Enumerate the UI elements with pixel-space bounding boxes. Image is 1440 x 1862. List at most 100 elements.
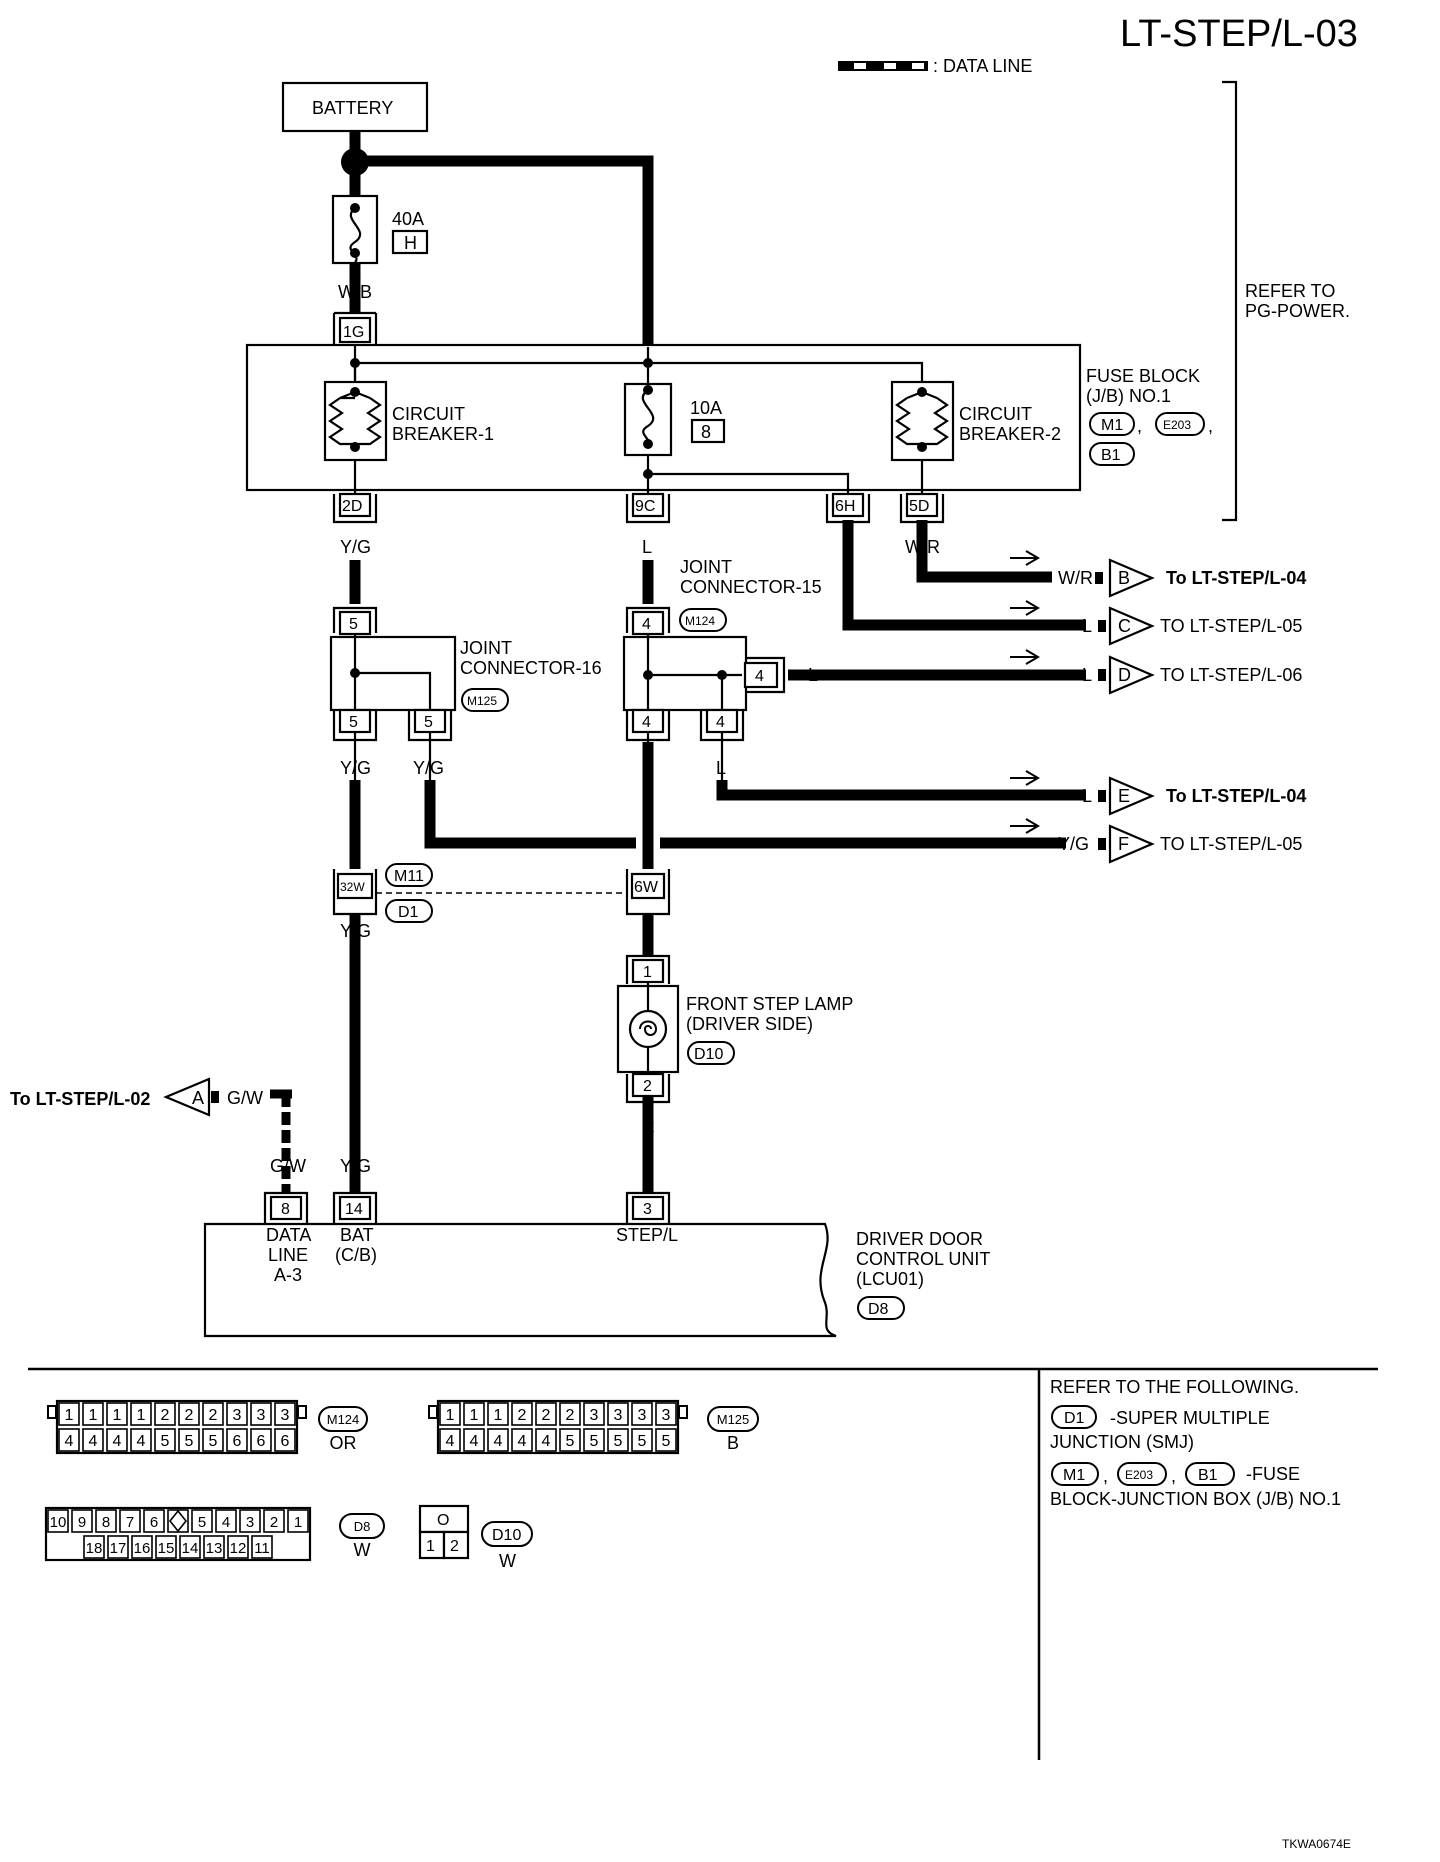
svg-text:DATA: DATA — [266, 1225, 311, 1245]
connector-pin: 14 — [182, 1540, 199, 1557]
svg-text:H: H — [404, 233, 417, 253]
connector-pin: 6 — [257, 1433, 266, 1450]
connector-pin: 4 — [137, 1433, 146, 1450]
wire-l-2: L — [842, 537, 852, 557]
svg-text:D8: D8 — [868, 1301, 889, 1318]
svg-text:8: 8 — [701, 422, 711, 442]
connector-pin: 5 — [185, 1433, 194, 1450]
fuse-block-label: FUSE BLOCK (J/B) NO.1 M1 , E203 , B1 — [1086, 366, 1213, 466]
connector-pin: 4 — [89, 1433, 98, 1450]
svg-text:Y/G: Y/G — [1058, 834, 1089, 854]
svg-text:FRONT STEP LAMP: FRONT STEP LAMP — [686, 994, 853, 1014]
connector-pin: 1 — [494, 1407, 503, 1424]
joint-connector-15: 4 4 4 4 JOINT CONNECTOR-15 M124 — [622, 557, 822, 780]
connector-pin: 3 — [246, 1514, 254, 1531]
connector-pin: 3 — [590, 1407, 599, 1424]
connector-pin: 4 — [222, 1514, 230, 1531]
connector-pin: 8 — [102, 1514, 110, 1531]
connector-pin: 4 — [518, 1433, 527, 1450]
connector-pin: 15 — [158, 1540, 175, 1557]
svg-text:CONTROL UNIT: CONTROL UNIT — [856, 1249, 990, 1269]
svg-text:L: L — [1082, 665, 1092, 685]
connector-pin: 3 — [233, 1407, 242, 1424]
input-connector-a: To LT-STEP/L-02 A G/W — [10, 1077, 263, 1117]
output-f: Y/G F TO LT-STEP/L-05 — [1010, 818, 1302, 864]
svg-text:REFER TO THE FOLLOWING.: REFER TO THE FOLLOWING. — [1050, 1377, 1299, 1397]
svg-text:BAT: BAT — [340, 1225, 374, 1245]
svg-text:4: 4 — [642, 616, 651, 633]
svg-text:2: 2 — [450, 1538, 459, 1555]
svg-text:E: E — [1118, 786, 1130, 806]
svg-text:4: 4 — [642, 714, 651, 731]
connector-pin: 4 — [470, 1433, 479, 1450]
svg-text:M11: M11 — [394, 868, 424, 885]
svg-text:(DRIVER SIDE): (DRIVER SIDE) — [686, 1014, 813, 1034]
svg-text:5D: 5D — [909, 498, 929, 515]
svg-text:1G: 1G — [343, 324, 364, 341]
connector-pin: 10 — [50, 1514, 67, 1531]
svg-text:STEP/L: STEP/L — [616, 1225, 678, 1245]
svg-text:L: L — [1082, 786, 1092, 806]
svg-text:6H: 6H — [835, 498, 855, 515]
svg-text:D10: D10 — [492, 1527, 521, 1544]
wire-wb: W/B — [338, 282, 372, 302]
wire-l-4: L — [716, 758, 726, 778]
connector-pin: 1 — [89, 1407, 98, 1424]
svg-text:CONNECTOR-16: CONNECTOR-16 — [460, 658, 602, 678]
refer-following-notes: REFER TO THE FOLLOWING. D1 -SUPER MULTIP… — [1050, 1377, 1341, 1509]
connector-pin: 3 — [662, 1407, 671, 1424]
svg-text:F: F — [1118, 834, 1129, 854]
wire-r: R — [642, 1116, 655, 1136]
svg-text:To LT-STEP/L-02: To LT-STEP/L-02 — [10, 1089, 150, 1109]
connector-pin: 17 — [110, 1540, 127, 1557]
connector-pin: 2 — [566, 1407, 575, 1424]
svg-text:JOINT: JOINT — [460, 638, 512, 658]
joint-connector-16: 5 5 5 JOINT CONNECTOR-16 M125 — [329, 606, 602, 780]
svg-text:JUNCTION (SMJ): JUNCTION (SMJ) — [1050, 1432, 1194, 1452]
connector-2d: 2D — [332, 492, 378, 524]
connector-pin: 3 — [638, 1407, 647, 1424]
svg-text:B1: B1 — [1198, 1467, 1218, 1484]
connector-color: W — [354, 1540, 371, 1560]
connector-pin: 4 — [113, 1433, 122, 1450]
svg-text:A-3: A-3 — [274, 1265, 302, 1285]
connector-5d: 5D — [899, 492, 945, 524]
connector-pin: 3 — [281, 1407, 290, 1424]
connector-pin: 11 — [254, 1540, 270, 1557]
svg-text:M124: M124 — [685, 614, 715, 628]
connector-pin: 1 — [113, 1407, 122, 1424]
connector-pin: 2 — [209, 1407, 218, 1424]
svg-text:40A: 40A — [392, 209, 424, 229]
wire-l-side: L — [808, 665, 818, 685]
connector-32w: 32W — [332, 869, 378, 916]
connector-1g: 1G — [332, 311, 378, 345]
svg-text:M125: M125 — [467, 694, 497, 708]
svg-text:TO LT-STEP/L-05: TO LT-STEP/L-05 — [1160, 834, 1302, 854]
connector-color: B — [727, 1433, 739, 1453]
svg-text:LINE: LINE — [268, 1245, 308, 1265]
connector-pin: 5 — [662, 1433, 671, 1450]
connector-pin: 4 — [494, 1433, 503, 1450]
connector-pin: 12 — [230, 1540, 247, 1557]
svg-text:,: , — [1171, 1466, 1176, 1486]
wire-gw-2: G/W — [270, 1156, 306, 1176]
connector-color: OR — [330, 1433, 357, 1453]
connector-pin: 6 — [281, 1433, 290, 1450]
svg-text:To LT-STEP/L-04: To LT-STEP/L-04 — [1166, 568, 1306, 588]
svg-text:,: , — [1208, 416, 1213, 436]
connector-pin: 6 — [150, 1514, 158, 1531]
svg-text:C: C — [1118, 616, 1131, 636]
svg-text:10A: 10A — [690, 398, 722, 418]
svg-text:G/W: G/W — [227, 1088, 263, 1108]
svg-text:BREAKER-2: BREAKER-2 — [959, 424, 1061, 444]
connector-pin: 13 — [206, 1540, 223, 1557]
output-d: L D TO LT-STEP/L-06 — [1010, 649, 1302, 695]
svg-text:BREAKER-1: BREAKER-1 — [392, 424, 494, 444]
connector-pin: 5 — [198, 1514, 206, 1531]
svg-text:CIRCUIT: CIRCUIT — [959, 404, 1032, 424]
connector-6w: 6W — [625, 869, 671, 916]
svg-text:3: 3 — [643, 1201, 652, 1218]
